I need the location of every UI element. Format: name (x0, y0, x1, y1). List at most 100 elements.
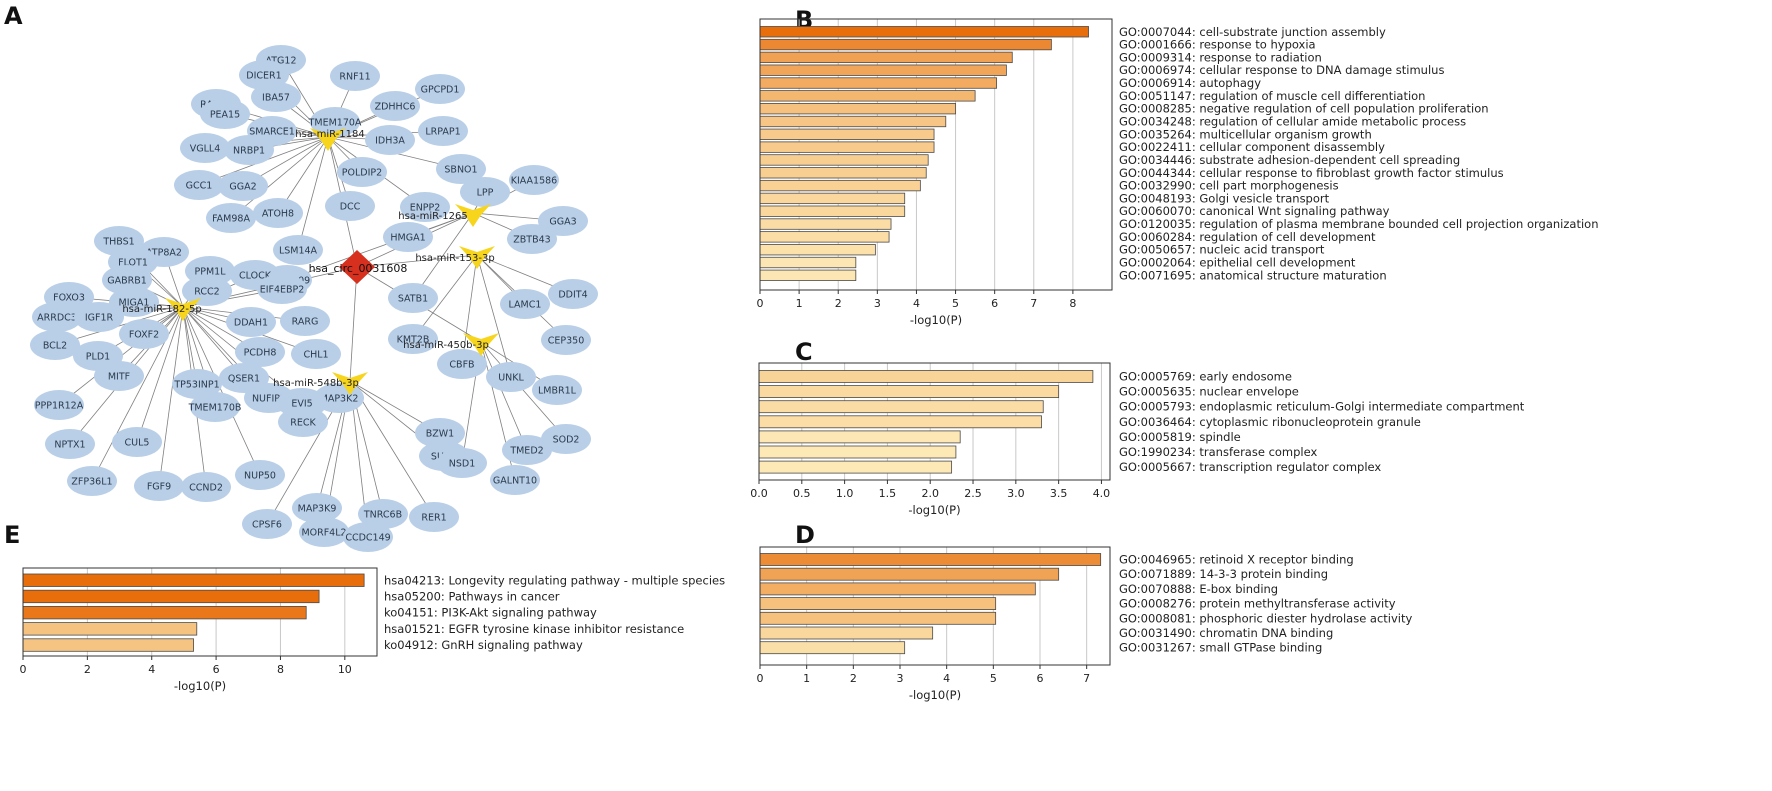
gene-node-ellipse (242, 509, 292, 539)
gene-node: FGF9 (134, 471, 184, 501)
gene-label: BZW1 (426, 429, 454, 440)
network-edge (412, 212, 474, 299)
tick-label: 0 (20, 663, 27, 676)
mirna-node: hsa-miR-182-5p (122, 298, 202, 321)
gene-node: UNKL (486, 362, 536, 392)
tick-label: 1.5 (879, 487, 897, 500)
gene-node: DDAH1 (226, 307, 276, 337)
gene-node: GGA2 (218, 171, 268, 201)
gene-node-ellipse (310, 107, 360, 137)
gene-node-ellipse (541, 424, 591, 454)
gene-node-ellipse (218, 171, 268, 201)
gene-label: ATP8A2 (146, 248, 182, 259)
gene-node-ellipse (94, 361, 144, 391)
category-label: GO:0006974: cellular response to DNA dam… (1119, 63, 1444, 77)
tick-label: 0 (757, 297, 764, 310)
gene-node: IGF1R (74, 302, 124, 332)
gene-node-ellipse (190, 392, 240, 422)
network-edge (297, 136, 329, 251)
bar (759, 38, 1052, 51)
tick-label: 4 (148, 663, 155, 676)
gene-label: DICER1 (246, 71, 281, 82)
bar (758, 445, 957, 459)
bar (759, 218, 892, 230)
gene-node-ellipse (538, 206, 588, 236)
bar (759, 51, 1013, 64)
category-label: GO:0009314: response to radiation (1119, 50, 1322, 64)
bar (759, 154, 929, 166)
category-label: hsa04213: Longevity regulating pathway -… (384, 573, 725, 587)
gene-node: BCL2 (30, 330, 80, 360)
gene-node-ellipse (299, 517, 349, 547)
bar (759, 231, 890, 243)
gene-node: RNF11 (330, 61, 380, 91)
gene-node: TNRC6B (358, 499, 408, 529)
bar (759, 103, 956, 115)
category-label: GO:0005819: spindle (1119, 430, 1241, 444)
bar (758, 385, 1060, 399)
gene-node: ZFP36L1 (67, 466, 117, 496)
gene-label: POLDIP2 (342, 168, 382, 179)
bar (758, 460, 953, 474)
gene-node-ellipse (388, 324, 438, 354)
tick-label: 0.0 (750, 487, 768, 500)
gene-node: ENPP2 (400, 192, 450, 222)
enrichment-chart-e: hsa04213: Longevity regulating pathway -… (20, 567, 725, 693)
tick-label: 0 (757, 672, 764, 685)
category-label: GO:0060284: regulation of cell developme… (1119, 230, 1376, 244)
gene-label: TNRC6B (363, 510, 402, 521)
gene-node-ellipse (418, 116, 468, 146)
category-label: GO:0035264: multicellular organism growt… (1119, 127, 1372, 141)
bar (759, 128, 935, 140)
bar (759, 64, 1007, 76)
gene-node: GCC1 (174, 170, 224, 200)
gene-label: ARRDC3 (37, 313, 77, 324)
gene-label: RECK (290, 418, 316, 429)
panel-letter-c: C (795, 338, 813, 366)
gene-node: CPSF6 (242, 509, 292, 539)
gene-label: DDAH1 (234, 318, 268, 329)
bar (759, 192, 906, 205)
gene-node: ATOH8 (253, 198, 303, 228)
gene-node-ellipse (119, 319, 169, 349)
gene-label: PEA15 (210, 110, 240, 121)
network-edge (412, 254, 478, 340)
gene-node: KMT2B (388, 324, 438, 354)
gene-label: PPP1R12A (35, 401, 84, 412)
gene-label: CPSF6 (252, 520, 282, 531)
gene-node: IDH3A (365, 125, 415, 155)
gene-label: ZBTB43 (513, 235, 550, 246)
gene-node: TP53INP1 (172, 369, 222, 399)
network-edge (182, 306, 261, 476)
bar (759, 256, 857, 269)
gene-label: ATOH8 (262, 209, 294, 220)
gene-node: PEA15 (200, 99, 250, 129)
bar (22, 573, 365, 587)
gene-node-ellipse (251, 82, 301, 112)
gene-node: PPP1R12A (34, 390, 84, 420)
circrna-node: hsa_circ_0031608 (309, 250, 407, 284)
tick-label: 5 (952, 297, 959, 310)
mirna-node: hsa-miR-153-3p (415, 246, 495, 269)
gene-label: NUFIP2 (252, 394, 286, 405)
gene-label: LAMC1 (509, 300, 542, 311)
category-label: GO:0050657: nucleic acid transport (1119, 243, 1325, 257)
gene-node-ellipse (358, 499, 408, 529)
bar (22, 589, 320, 604)
gene-label: NRBP1 (233, 146, 265, 157)
mirna-network-diagram: ATG12DICER1RNF11GPCPD1RAB1AIBA57ZDHHC6PE… (30, 45, 598, 552)
gene-node: CCND2 (181, 472, 231, 502)
x-axis-title: -log10(P) (909, 688, 961, 702)
gene-node: NRBP1 (224, 135, 274, 165)
category-label: GO:0031490: chromatin DNA binding (1119, 626, 1333, 640)
network-edge (476, 254, 512, 378)
bar (759, 611, 997, 625)
gene-node: NSD1 (437, 448, 487, 478)
gene-label: TMEM170A (308, 118, 362, 129)
bar (759, 167, 927, 179)
gene-label: MITF (108, 372, 130, 383)
gene-node-ellipse (415, 74, 465, 104)
category-label: GO:0007044: cell-substrate junction asse… (1119, 25, 1386, 39)
gene-node: KIAA1586 (509, 165, 559, 195)
